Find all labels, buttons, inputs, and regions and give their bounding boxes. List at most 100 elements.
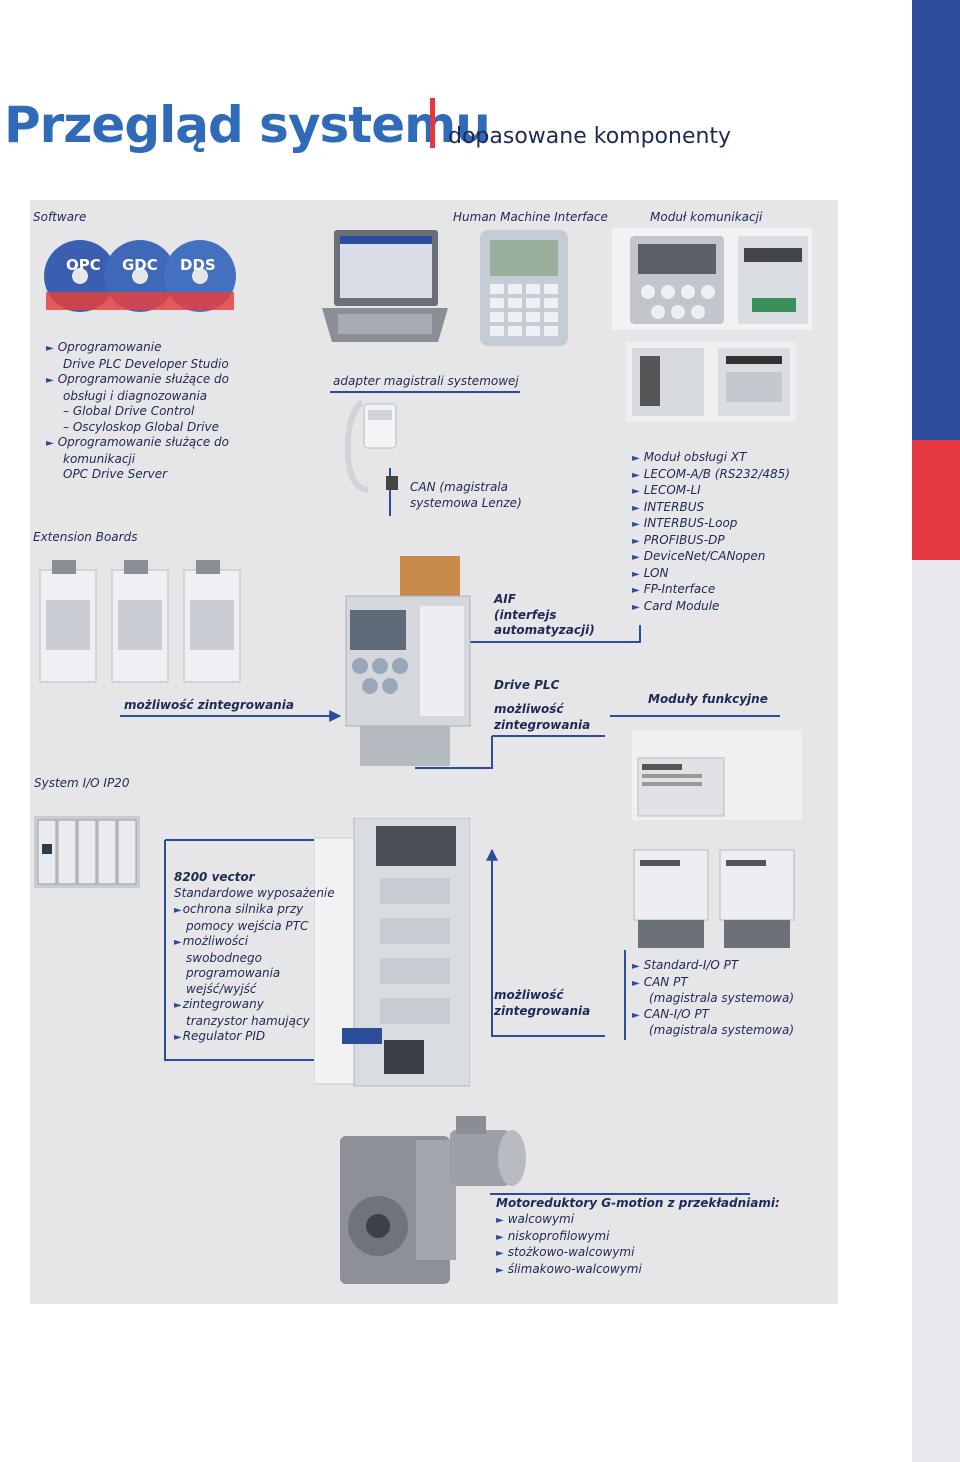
software-item: obsługi i diagnozowania [63,388,208,403]
comm-item: ►LECOM-A/B (RS232/485) [632,466,790,481]
vector-feature: tranzystor hamujący [186,1013,310,1028]
arrow-right-icon: ► [632,961,640,972]
title-divider [430,98,435,148]
comm-item: ►FP-Interface [632,582,716,596]
software-item: ►Oprogramowanie służące do [46,435,229,449]
comm-module-icon [626,342,796,422]
arrow-right-icon: ► [174,905,182,916]
section-comm-module: Moduł komunikacji [650,210,763,224]
function-module-icon [632,730,802,820]
vector-drive-icon [314,818,470,1087]
vector-integration-arrow [486,848,605,1037]
page-title: Przegląd systemu [4,96,491,154]
laptop-icon [322,230,448,342]
arrow-right-icon: ► [632,977,640,989]
cd-label-gdc: GDC [122,256,158,274]
extension-integration-label: możliwość zintegrowania [124,698,294,712]
comm-module-list: ►Moduł obsługi XT ►LECOM-A/B (RS232/485)… [632,450,790,615]
vector-title: 8200 vector [174,870,255,884]
arrow-right-icon: ► [632,453,640,464]
bus-adapter-label: adapter magistrali systemowej [333,374,519,388]
vector-feature: ►Regulator PID [174,1029,266,1043]
arrow-right-icon: ► [632,469,640,481]
drive-plc-integration-label: możliwość zintegrowania [494,702,591,732]
drive-plc-label: Drive PLC [494,678,560,692]
io-module-icon [34,816,140,888]
comm-item: ►INTERBUS [632,499,705,514]
arrow-right-icon: ► [632,601,640,613]
arrow-right-icon: ► [46,375,54,386]
arrow-right-icon: ► [496,1248,504,1259]
vector-spec-bracket [164,839,325,1061]
section-hmi: Human Machine Interface [453,210,608,224]
arrow-right-icon: ► [496,1215,504,1226]
comm-item: ►LECOM-LI [632,483,701,497]
section-software: Software [33,210,87,224]
motor-item: ►stożkowo-walcowymi [496,1245,635,1259]
arrow-right-icon: ► [46,438,54,449]
io-list: ►Standard-I/O PT ►CAN PT (magistrala sys… [632,958,794,1039]
cd-icon [44,240,236,312]
comm-item: ►INTERBUS-Loop [632,516,738,530]
io-item: (magistrala systemowa) [649,1023,794,1037]
arrow-right-icon: ► [496,1264,504,1276]
vector-feature: pomocy wejścia PTC [186,918,309,933]
vector-feature: wejść/wyjść [186,981,257,996]
software-item: ►Oprogramowanie [46,340,162,354]
page-subtitle: dopasowane komponenty [448,124,732,149]
io-item: ►CAN-I/O PT [632,1006,710,1021]
vector-feature: programowania [186,966,281,980]
section-extension-boards: Extension Boards [33,530,138,544]
arrow-right-icon: ► [174,1000,182,1011]
hmi-keypad-icon [480,230,568,346]
motor-item: ►ślimakowo-walcowymi [496,1261,642,1276]
vector-feature: swobodnego [186,950,262,965]
vector-feature: ►zintegrowany [174,997,264,1011]
vector-feature: ►ochrona silnika przy [174,902,304,916]
motor-list: ►walcowymi ►niskoprofilowymi ►stożkowo-w… [496,1212,642,1278]
arrow-right-icon: ► [632,486,640,497]
arrow-right-icon: ► [632,519,640,530]
arrow-right-icon: ► [174,937,182,948]
sidebar-accent-red [912,440,960,560]
motor-item: ►niskoprofilowymi [496,1228,610,1243]
drive-plc-drop-line [415,736,493,769]
arrow-right-icon: ► [174,1032,182,1043]
vector-integration-label: możliwość zintegrowania [494,988,591,1018]
software-item: – Oscyloskop Global Drive [63,419,219,434]
gear-motor-icon [340,1116,526,1284]
software-item: ►Oprogramowanie służące do [46,372,229,386]
software-item: komunikacji [63,451,136,466]
keypad-module-icon [612,228,812,330]
software-item: OPC Drive Server [63,467,168,481]
comm-item: ►Card Module [632,598,720,613]
section-system-io: System I/O IP20 [34,776,130,790]
vector-subtitle: Standardowe wyposażenie [174,886,335,900]
extension-board-icon [39,560,241,683]
sidebar-accent-gray [912,560,960,1462]
arrow-right-icon: ► [632,502,640,514]
vector-feature-list: ►ochrona silnika przy pomocy wejścia PTC… [174,902,310,1046]
software-item: Drive PLC Developer Studio [63,356,229,371]
aif-label: AIF (interfejs automatyzacji) [494,592,595,637]
arrow-right-icon: ► [632,552,640,563]
comm-item: ►LON [632,565,669,580]
arrow-right-icon: ► [632,568,640,580]
drive-unit-icon [345,556,471,766]
vector-feature: ►możliwości [174,934,249,948]
bus-adapter-icon [344,399,398,493]
motor-title: Motoreduktory G-motion z przekładniami: [496,1196,780,1210]
cd-label-dds: DDS [180,256,216,274]
comm-item: ►Moduł obsługi XT [632,450,747,464]
io-pt-module-icon [633,849,795,948]
can-bus-label: CAN (magistrala systemowa Lenze) [410,480,522,510]
arrow-right-icon: ► [632,535,640,547]
sidebar-accent-blue [912,0,960,440]
comm-item: ►PROFIBUS-DP [632,532,725,547]
software-list: ►Oprogramowanie Drive PLC Developer Stud… [46,340,229,483]
cd-label-opc: OPC [66,256,101,274]
function-modules-label: Moduły funkcyjne [648,692,768,706]
arrow-right-icon: ► [632,585,640,596]
motor-item: ►walcowymi [496,1212,575,1226]
